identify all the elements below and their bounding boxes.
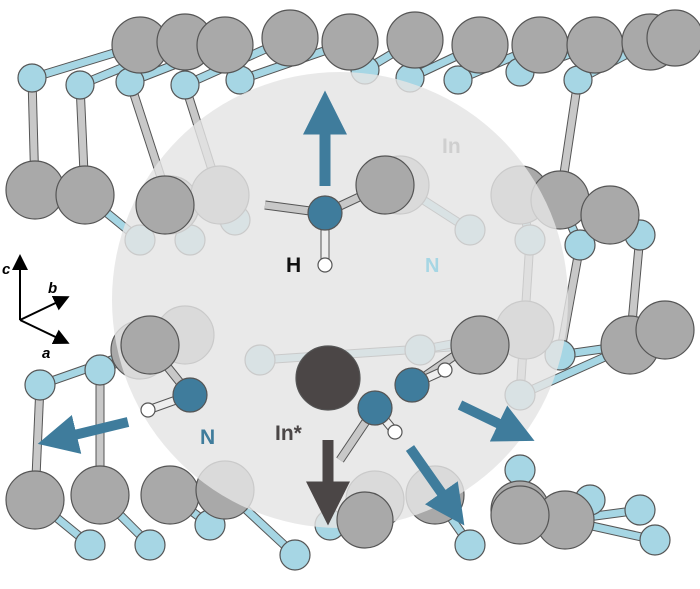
axis-b-arrow xyxy=(19,295,70,321)
nitrogen-atom xyxy=(24,369,56,401)
nitrogen-atom xyxy=(17,63,47,93)
nitrogen-atom xyxy=(454,529,486,561)
label-in-bulk: In xyxy=(442,135,461,158)
indium-atom xyxy=(140,465,200,525)
nitrogen-atom xyxy=(65,70,95,100)
indium-atom xyxy=(450,315,510,375)
nitrogen-defect-atom xyxy=(172,377,208,413)
axis-triad: c b a xyxy=(2,254,70,362)
nitrogen-atom xyxy=(564,229,596,261)
arrow-down-right-n xyxy=(405,445,465,526)
indium-atom xyxy=(135,175,195,235)
indium-atom xyxy=(55,165,115,225)
defect-highlight-sphere xyxy=(112,72,568,528)
nitrogen-atom xyxy=(279,539,311,571)
nitrogen-atom xyxy=(74,529,106,561)
indium-atom xyxy=(511,16,569,74)
indium-atom xyxy=(120,315,180,375)
indium-atom xyxy=(580,185,640,245)
indium-atom xyxy=(321,13,379,71)
axis-b-label: b xyxy=(48,280,57,297)
label-n-bulk: N xyxy=(425,255,439,277)
nitrogen-atom xyxy=(170,70,200,100)
labels: In N H N In* xyxy=(200,135,461,449)
axis-c-label: c xyxy=(2,261,11,278)
indium-atom xyxy=(635,300,695,360)
nitrogen-atom xyxy=(84,354,116,386)
nitrogen-defect-atom xyxy=(307,195,343,231)
nitrogen-atom xyxy=(134,529,166,561)
indium-atom xyxy=(386,11,444,69)
indium-atom xyxy=(5,160,65,220)
indium-atom xyxy=(355,155,415,215)
indium-atom xyxy=(5,470,65,530)
in-star-atom xyxy=(295,345,361,411)
arrow-left-n xyxy=(37,415,130,454)
nitrogen-atom xyxy=(639,524,671,556)
axis-a-label: a xyxy=(42,345,50,362)
nitrogen-atom xyxy=(443,65,473,95)
indium-atom xyxy=(646,9,700,67)
arrow-right-n xyxy=(457,400,535,442)
indium-atom xyxy=(490,485,550,545)
nitrogen-defect-atom xyxy=(357,390,393,426)
displacement-arrows xyxy=(37,90,535,526)
indium-atom xyxy=(261,9,319,67)
hydrogen-atom xyxy=(437,362,453,378)
label-n-defect: N xyxy=(200,426,215,449)
hydrogen-atom xyxy=(317,257,333,273)
hydrogen-atom xyxy=(140,402,156,418)
label-h: H xyxy=(286,254,301,277)
front-lattice-layer xyxy=(120,155,550,549)
indium-atom xyxy=(566,16,624,74)
indium-atom xyxy=(451,16,509,74)
hydrogen-atom xyxy=(387,424,403,440)
nitrogen-defect-atom xyxy=(394,367,430,403)
indium-atom xyxy=(70,465,130,525)
indium-atom xyxy=(336,491,394,549)
indium-atom xyxy=(196,16,254,74)
axis-a-arrow xyxy=(19,319,70,345)
label-in-star: In* xyxy=(275,422,303,445)
nitrogen-atom xyxy=(624,494,656,526)
